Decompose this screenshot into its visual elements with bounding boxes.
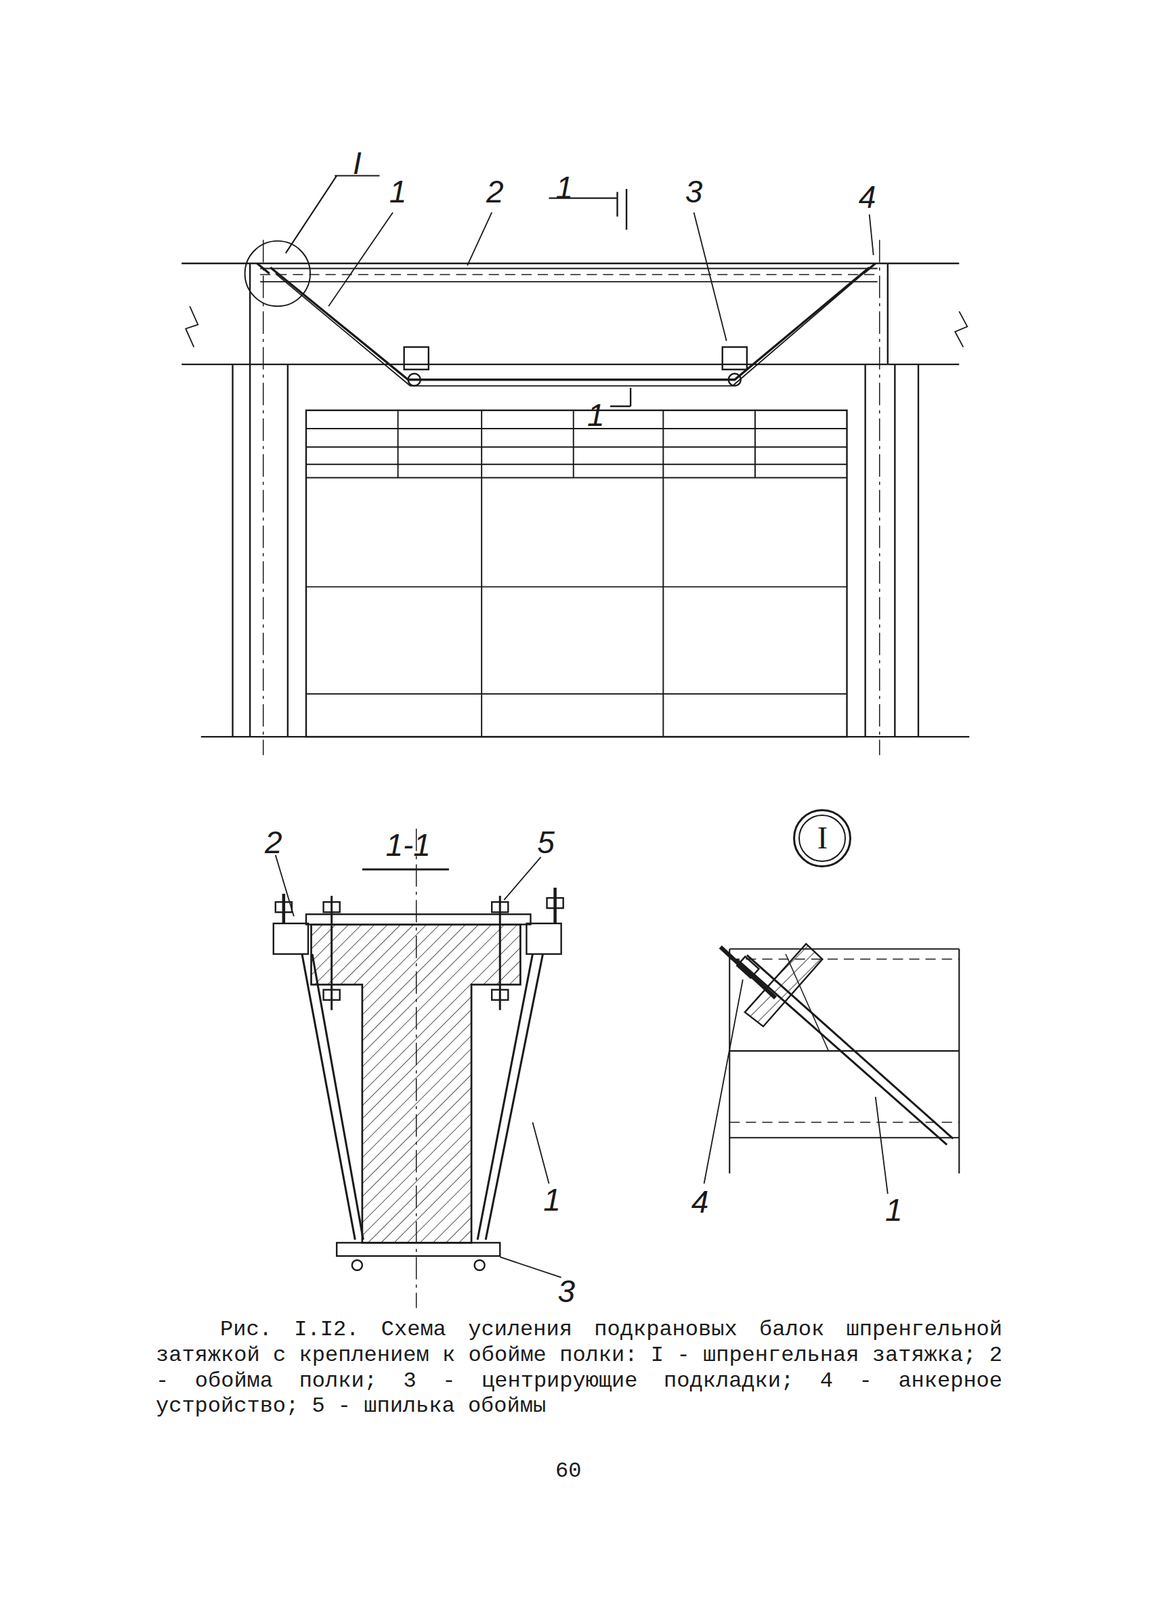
callout-number: 4: [858, 181, 877, 213]
page-number: 60: [555, 1460, 582, 1483]
callout-number: 3: [557, 1275, 575, 1308]
callout-number: 3: [685, 176, 703, 208]
callout-number: 1: [543, 1184, 561, 1216]
detail-mark: I: [817, 822, 828, 855]
figure-caption: Рис. I.I2. Схема усиления подкрановых ба…: [155, 1317, 1003, 1420]
detail-circle: I: [793, 809, 852, 868]
callout-number: 1: [885, 1194, 903, 1226]
detail-mark: I: [352, 147, 362, 179]
callout-number: 1: [389, 176, 408, 208]
callout-number: 5: [537, 826, 555, 859]
callout-number: 2: [486, 176, 504, 208]
section-mark: 1: [587, 399, 605, 431]
section-title: 1-1: [385, 829, 431, 861]
callout-number: 4: [691, 1186, 710, 1218]
callout-number: 2: [264, 826, 283, 859]
section-mark: 1: [555, 172, 573, 204]
